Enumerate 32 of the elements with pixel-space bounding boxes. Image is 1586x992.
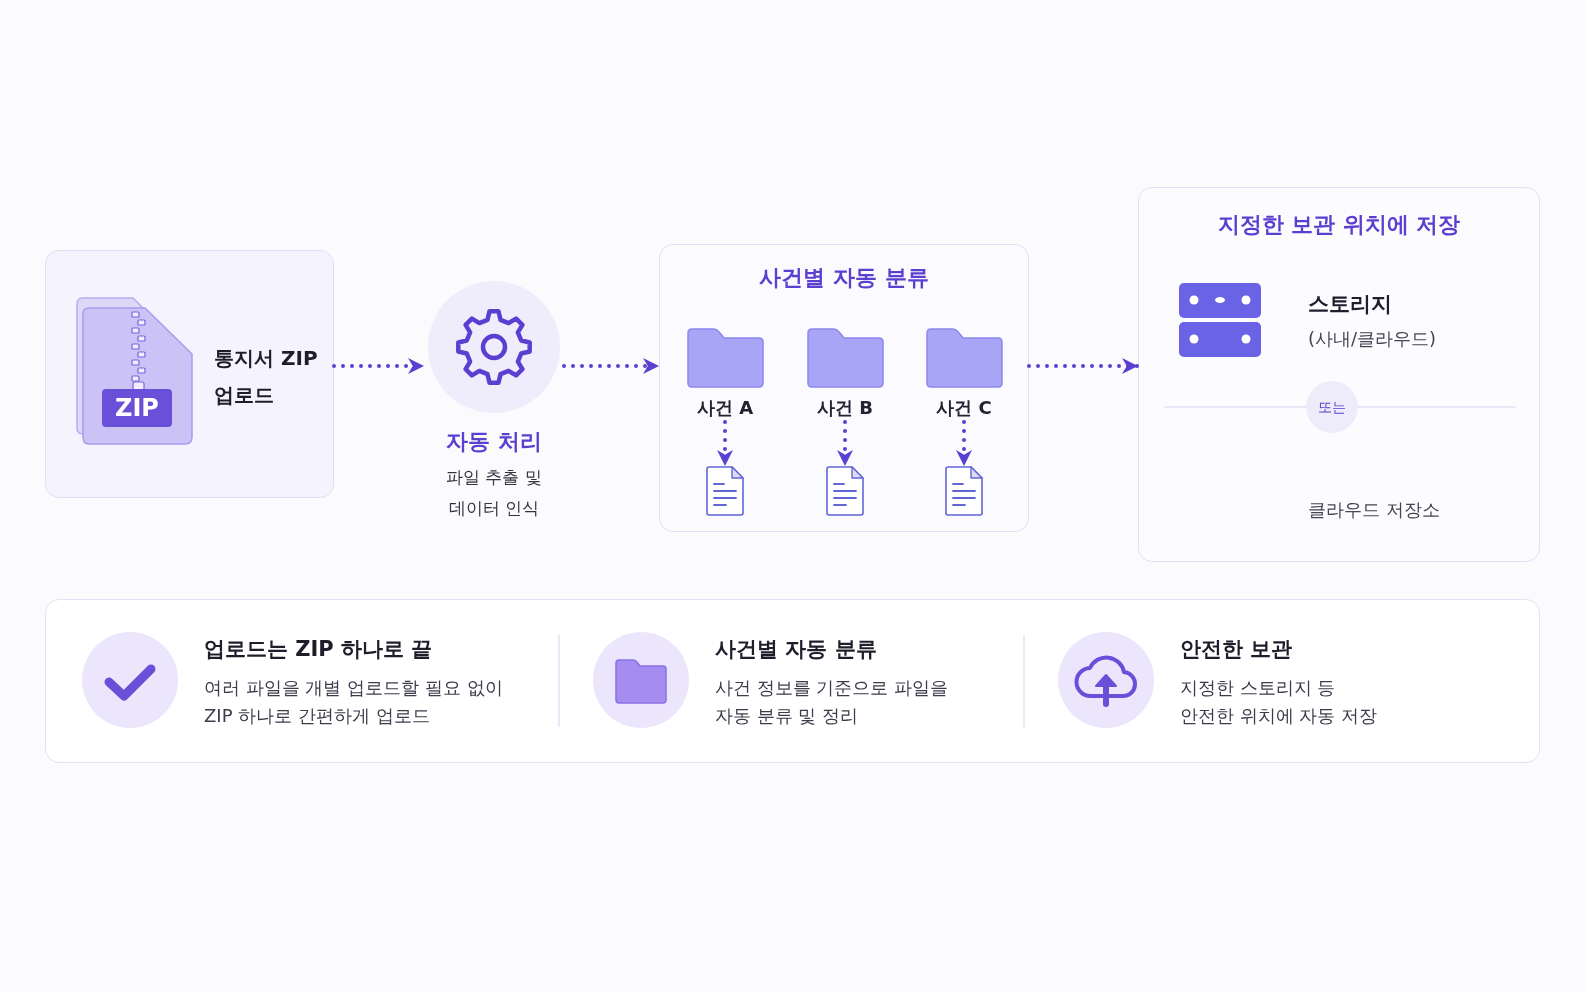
feature-title: 사건별 자동 분류 — [715, 636, 877, 663]
dotted-arrow — [562, 358, 661, 374]
process-description: 파일 추출 및 데이터 인식 — [445, 466, 543, 520]
storage-subtitle: (사내/클라우드) — [1308, 327, 1437, 351]
upload-panel — [45, 250, 334, 498]
document-icon — [706, 466, 744, 516]
case-label: 사건 C — [936, 396, 992, 420]
panel-heading: 지정한 보관 위치에 저장 — [1217, 211, 1461, 239]
dotted-arrow — [1027, 358, 1140, 374]
storage-subtitle: 클라우드 저장소 — [1308, 498, 1440, 522]
upload-label: 통지서 ZIP 업로드 — [214, 345, 319, 409]
dotted-arrow — [332, 358, 426, 374]
feature-title: 안전한 보관 — [1180, 636, 1293, 663]
case-label: 사건 A — [696, 396, 754, 420]
process-title: 자동 처리 — [446, 428, 542, 456]
document-icon — [945, 466, 983, 516]
case-label: 사건 B — [817, 396, 873, 420]
storage-title: 스토리지 — [1308, 291, 1392, 318]
file-type-label: ZIP — [102, 389, 172, 427]
feature-panel — [45, 599, 1540, 763]
storage-panel — [1138, 187, 1540, 562]
feature-description: 지정한 스토리지 등 안전한 위치에 자동 저장 — [1180, 676, 1379, 728]
dotted-arrow — [717, 420, 733, 468]
feature-title: 업로드는 ZIP 하나로 끝 — [204, 636, 433, 663]
panel-heading: 사건별 자동 분류 — [759, 264, 929, 292]
category-panel — [659, 244, 1029, 532]
feature-description: 사건 정보를 기준으로 파일을 자동 분류 및 정리 — [715, 676, 950, 728]
feature-description: 여러 파일을 개별 업로드할 필요 없이 ZIP 하나로 간편하게 업로드 — [204, 676, 504, 728]
or-separator: 또는 — [1306, 381, 1358, 433]
dotted-arrow — [956, 420, 972, 468]
dotted-arrow — [837, 420, 853, 468]
document-icon — [826, 466, 864, 516]
